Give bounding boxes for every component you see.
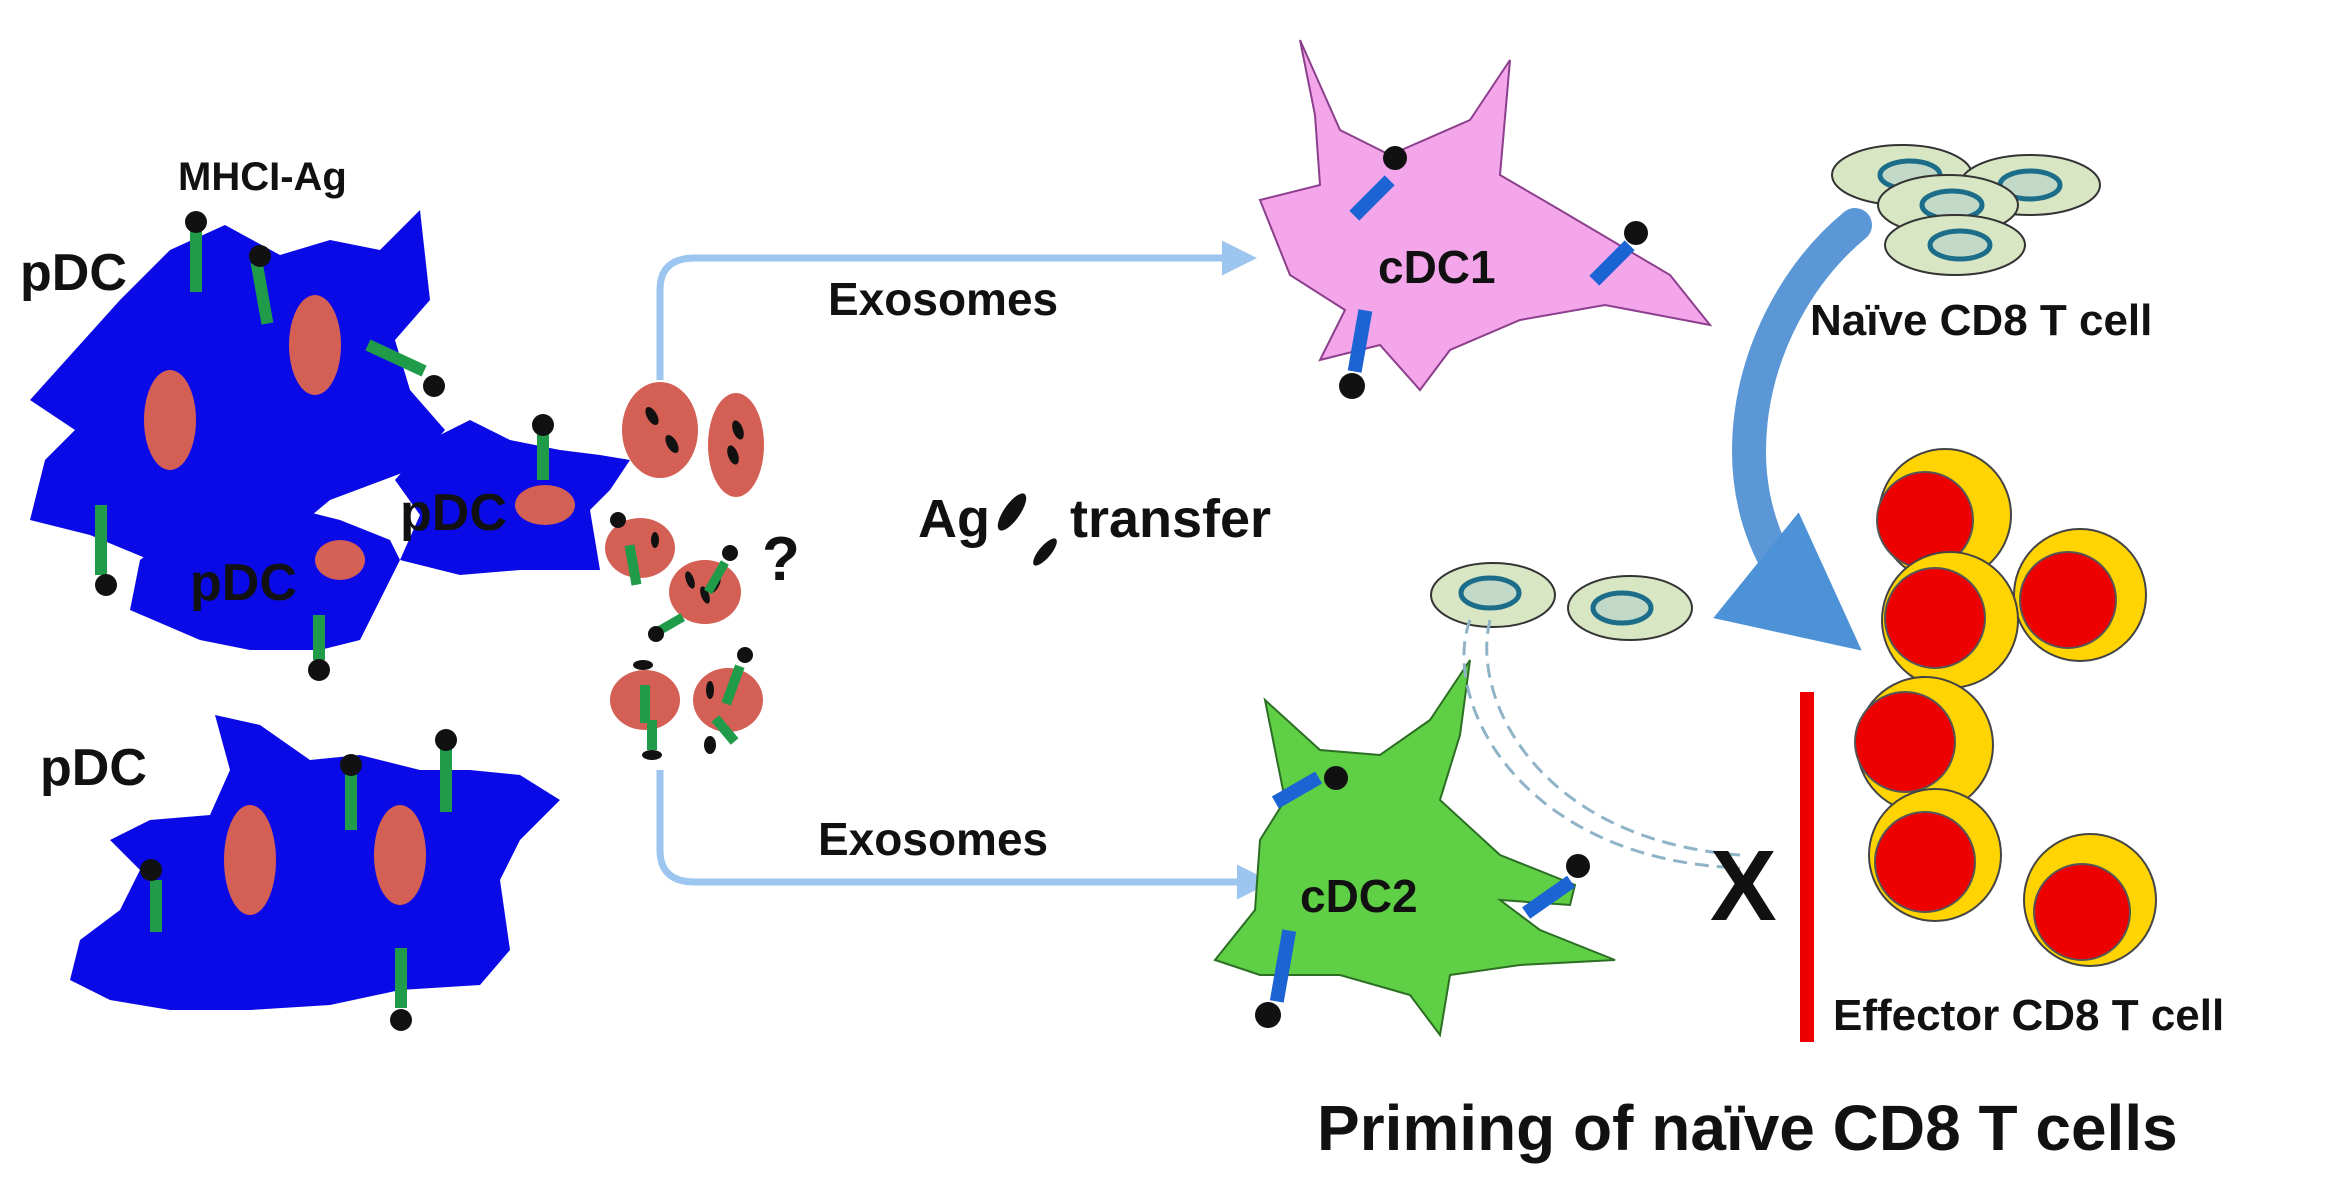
block-bar	[1800, 692, 1814, 1042]
cdc2-cell	[1213, 659, 1616, 1038]
exosomes-label-top: Exosomes	[828, 273, 1058, 325]
question-mark: ?	[762, 525, 800, 594]
pdc-label-mid: pDC	[400, 484, 507, 542]
naive-t-cell-cluster-top	[1831, 144, 2101, 276]
exosome-arrow-top	[656, 240, 1257, 380]
effector-t-cell	[1868, 788, 2002, 922]
mhc-antigen-complex	[185, 211, 207, 292]
pdc-nucleus	[374, 805, 426, 905]
mhci-ag-label: MHCI-Ag	[178, 155, 347, 199]
contact-dashes	[1462, 619, 1741, 870]
mhc-antigen-complex	[390, 948, 412, 1031]
mhc-antigen-complex	[532, 414, 554, 480]
naive-t-cell-label: Naïve CD8 T cell	[1810, 296, 2152, 345]
pdc-label-small: pDC	[190, 554, 297, 612]
pdc-cell-large	[30, 210, 445, 560]
naive-t-cell	[1430, 562, 1556, 628]
effector-t-cell	[2013, 528, 2147, 662]
naive-t-cell-cluster-bottom	[1430, 562, 1741, 870]
mhc-antigen-complex	[1522, 854, 1590, 919]
pdc-nucleus	[289, 295, 341, 395]
cdc1-cell	[1258, 39, 1713, 399]
mhc-antigen-complex	[308, 615, 330, 681]
exosome-group	[605, 382, 764, 760]
pdc-label-top: pDC	[20, 244, 127, 302]
pdc-cell-mid	[395, 420, 630, 575]
pdc-nucleus	[315, 540, 365, 580]
effector-t-cell-label: Effector CD8 T cell	[1833, 991, 2224, 1040]
figure-title: Priming of naïve CD8 T cells	[1317, 1092, 2178, 1164]
exosome	[605, 512, 675, 586]
exosome	[622, 382, 698, 478]
mhc-antigen-complex	[365, 339, 445, 397]
mhc-antigen-complex	[1339, 309, 1373, 399]
transfer-label: transfer	[1070, 489, 1271, 549]
effector-t-cell	[2023, 833, 2157, 967]
exosome	[648, 545, 741, 642]
mhc-antigen-complex	[340, 754, 362, 830]
pdc-cell-small	[130, 500, 400, 650]
cdc2-label: cDC2	[1300, 870, 1418, 922]
floating-antigen	[997, 493, 1027, 531]
priming-arrow	[1713, 208, 1872, 651]
pdc-nucleus	[224, 805, 276, 915]
effector-t-cell	[1881, 551, 2019, 689]
pdc-nucleus	[515, 485, 575, 525]
exosome-arrow-bottom	[656, 770, 1272, 900]
pdc-label-bottom: pDC	[40, 739, 147, 797]
exosomes-label-bottom: Exosomes	[818, 813, 1048, 865]
mhc-antigen-complex	[435, 729, 457, 812]
naive-t-cell	[1567, 575, 1693, 641]
effector-t-cell-cluster	[1854, 448, 2157, 967]
exosome	[693, 647, 763, 754]
mhc-antigen-complex	[95, 505, 117, 596]
exosome	[610, 660, 680, 760]
cdc1-label: cDC1	[1378, 241, 1496, 293]
contact-dashes	[1485, 619, 1741, 857]
pdc-nucleus	[144, 370, 196, 470]
mhc-antigen-complex	[1349, 146, 1407, 221]
mhc-antigen-complex	[1271, 766, 1348, 809]
ag-label: Ag	[918, 489, 990, 549]
pdc-cluster	[30, 210, 630, 681]
mhc-antigen-complex	[140, 859, 162, 932]
floating-antigen	[1033, 538, 1057, 566]
block-mark: X	[1710, 830, 1777, 942]
pdc-cell-bottom	[70, 715, 560, 1031]
mhc-antigen-complex	[249, 245, 274, 325]
naive-t-cell	[1884, 214, 2026, 276]
mhc-antigen-complex	[1589, 221, 1648, 286]
exosome	[708, 393, 764, 497]
mhc-antigen-complex	[1255, 929, 1297, 1028]
